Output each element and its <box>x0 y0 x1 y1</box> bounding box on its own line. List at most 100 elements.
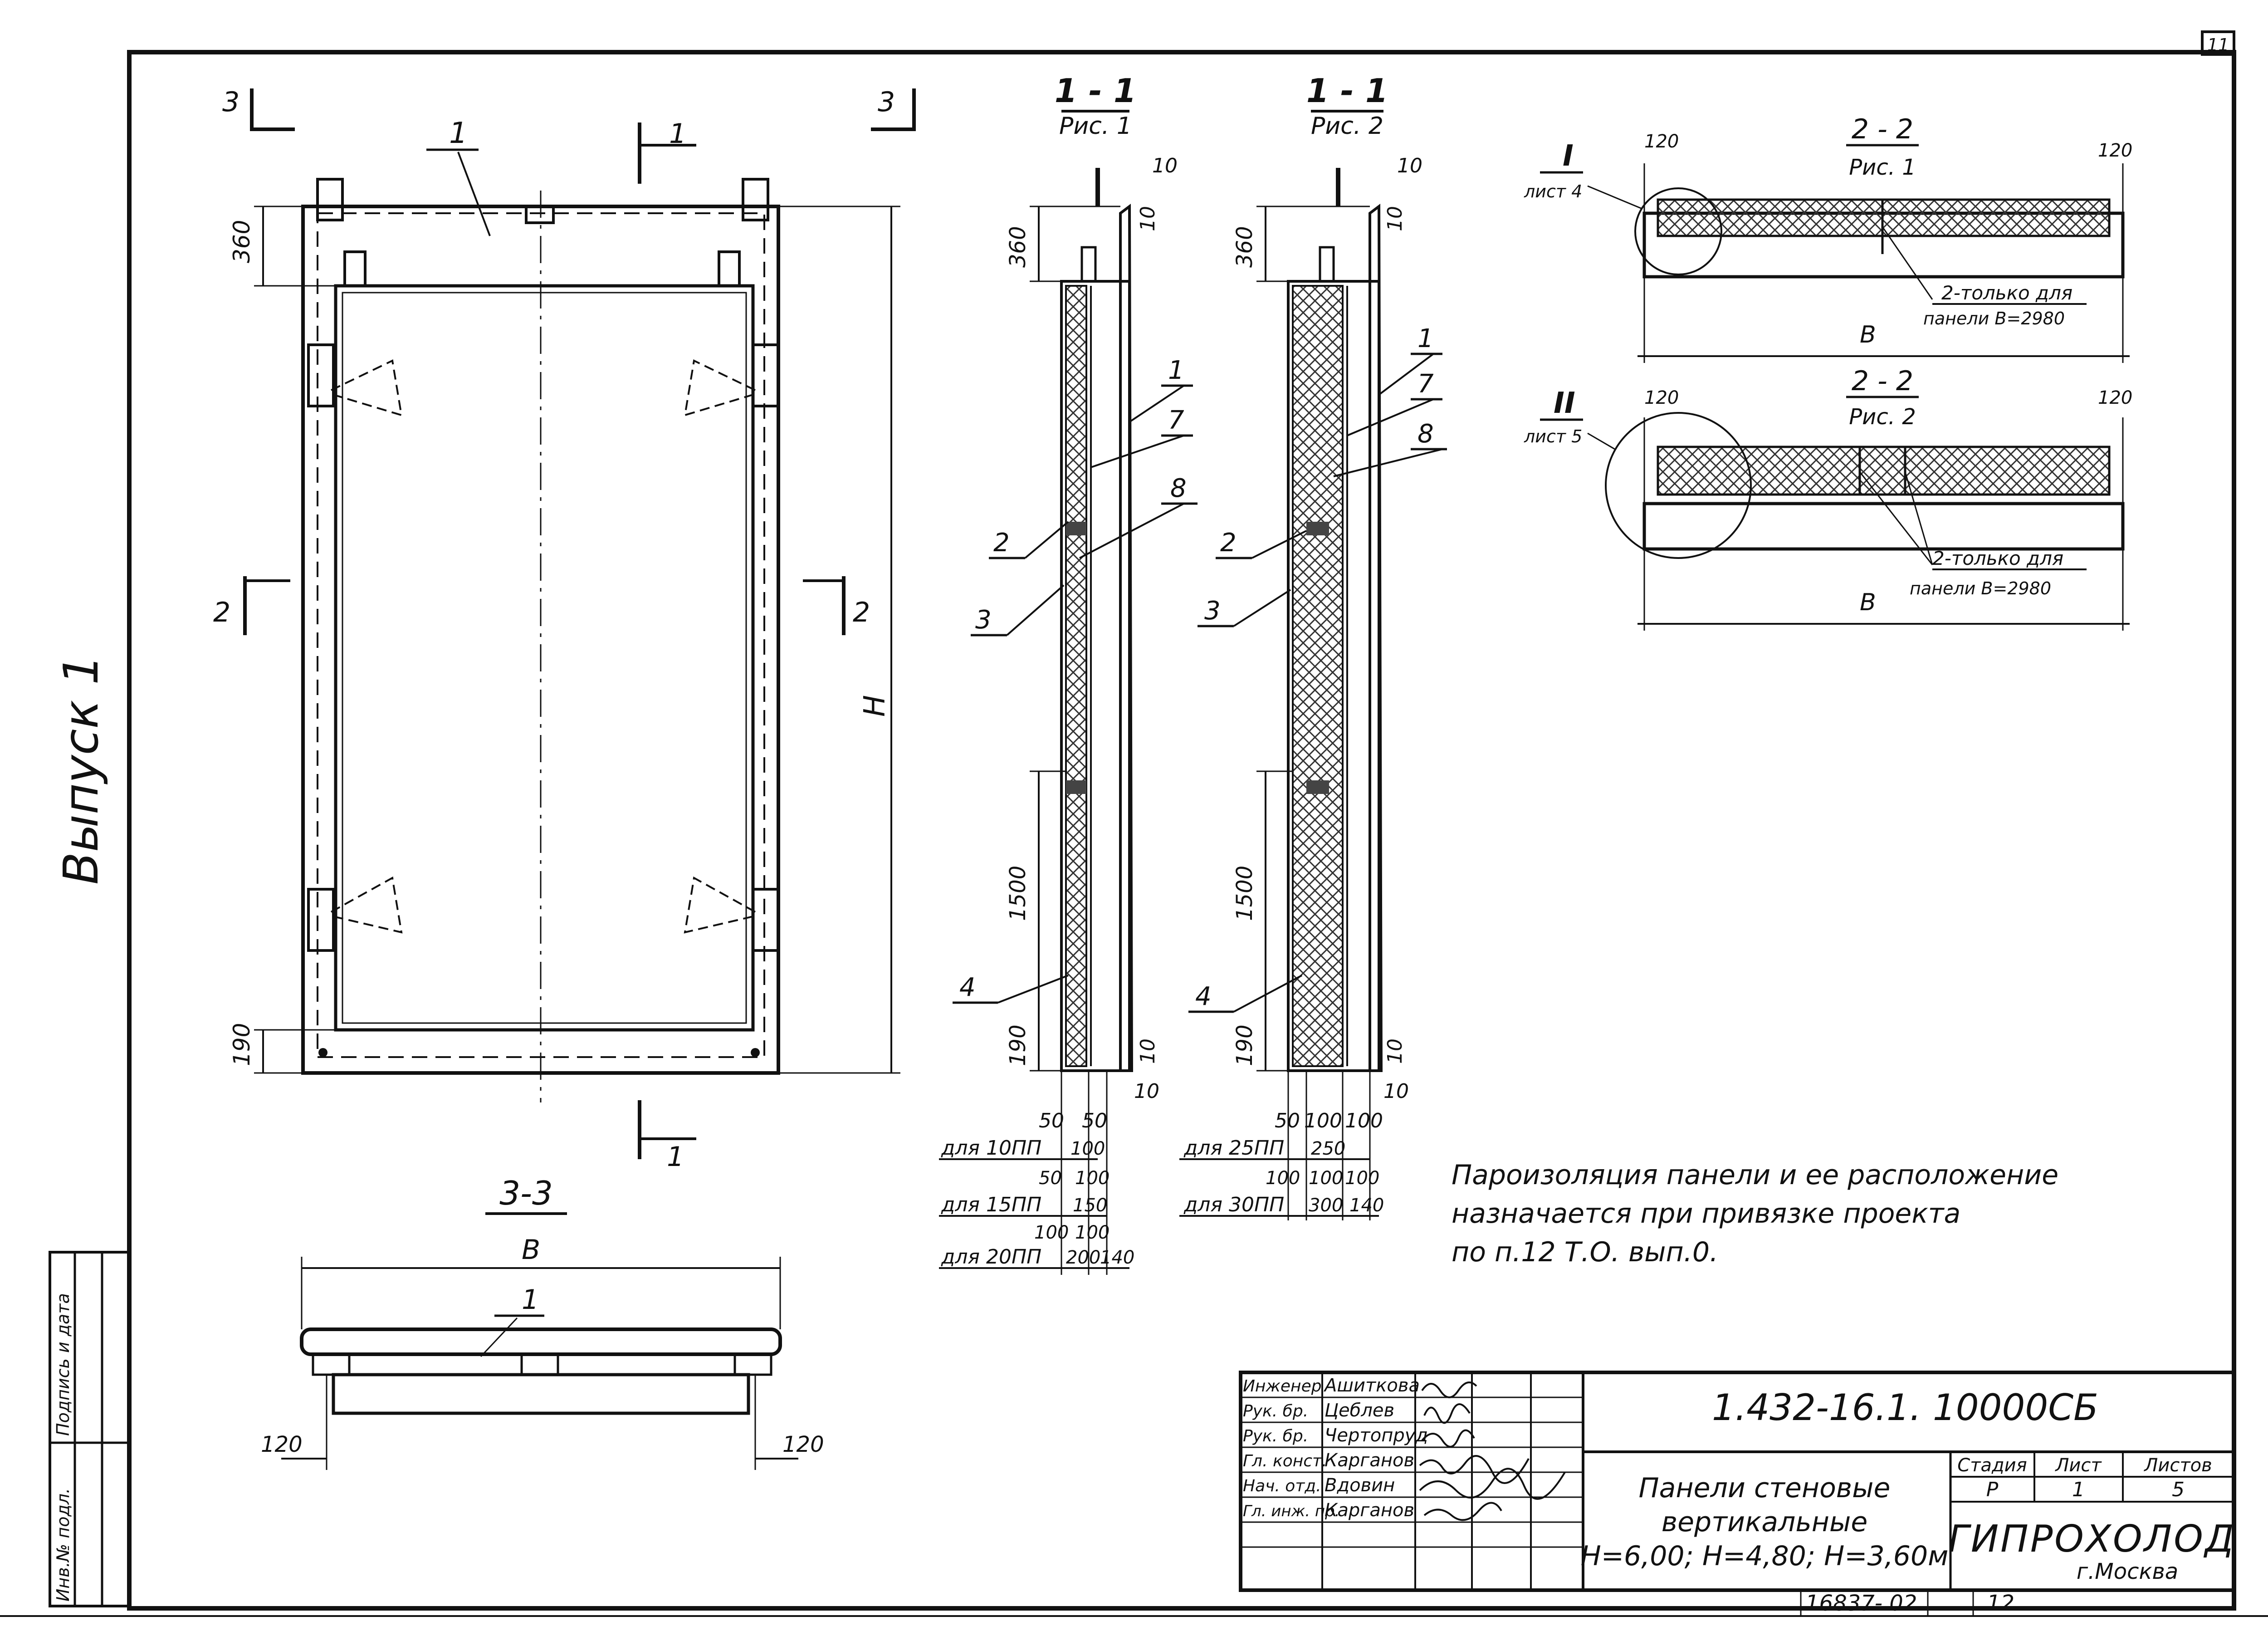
sheets-value: 5 <box>2172 1478 2185 1501</box>
issue-label: Выпуск 1 <box>54 655 109 885</box>
section-3-3-callout-1: 1 <box>522 1284 539 1316</box>
fig1-dim-1500: 1500 <box>1005 866 1031 921</box>
staff-name-5: Вдовин <box>1325 1475 1395 1496</box>
section-2-2-fig2-subtitle: Рис. 2 <box>1849 404 1916 430</box>
section-1-1-fig2: 1 - 1 Рис. 2 360 1500 190 10 10 10 10 50… <box>1179 72 1447 1220</box>
staff-name-6: Карганов <box>1325 1500 1414 1521</box>
section-3-3-title: 3-3 <box>499 1174 553 1212</box>
fig2-22-dim-B: B <box>1860 589 1876 616</box>
staff-role-2: Рук. бр. <box>1243 1402 1308 1420</box>
staff-role-5: Нач. отд. <box>1243 1477 1321 1495</box>
organization-name: ГИПРОХОЛОД <box>1948 1518 2236 1561</box>
stage-header: Стадия <box>1957 1455 2027 1476</box>
doc-title-line3: H=6,00; H=4,80; H=3,60м <box>1581 1540 1949 1572</box>
note-line-1: Пароизоляция панели и ее расположение <box>1452 1159 2058 1191</box>
title-block: Инженер Ашиткова Рук. бр. Цеблев Рук. бр… <box>1239 1371 2236 1616</box>
fig2-dim-10-bot-b: 10 <box>1383 1080 1409 1103</box>
fig1-dim-10-top-a: 10 <box>1152 154 1178 177</box>
fig1-dim-10-bot-b: 10 <box>1134 1080 1159 1103</box>
section-2-2-fig1: 2 - 2 Рис. 1 I лист 4 120 120 B 2-только… <box>1524 113 2132 363</box>
stage-value: Р <box>1986 1478 1999 1501</box>
note-line-3: по п.12 Т.О. вып.0. <box>1452 1236 1718 1268</box>
strip-inv-number: Инв.№ подл. <box>53 1488 73 1602</box>
fig1-row-20pp-d0: 100 <box>1034 1222 1069 1243</box>
fig1-row-20pp-label: для 20ПП <box>941 1245 1041 1269</box>
signature-scribbles <box>1419 1381 1566 1521</box>
fig2-22-note-line1: 2-только для <box>1932 547 2063 569</box>
section-2-2-fig2: 2 - 2 Рис. 2 II лист 5 120 120 B 2-тольк… <box>1524 365 2132 631</box>
fig1-row-15pp-d1: 100 <box>1075 1168 1110 1189</box>
fig2-22-dim-120-left: 120 <box>1644 387 1679 408</box>
fig2-dim-190: 190 <box>1232 1024 1257 1066</box>
cut-mark-3-left: 3 <box>222 86 240 118</box>
fig2-row-30pp-d0: 100 <box>1266 1168 1300 1189</box>
fig2-callout-4: 4 <box>1195 982 1212 1011</box>
document-code: 1.432-16.1. 10000СБ <box>1712 1386 2098 1429</box>
dim-bottom-190: 190 <box>229 1023 255 1066</box>
dim-top-360: 360 <box>229 220 255 263</box>
fig1-22-note-line1: 2-только для <box>1941 282 2072 304</box>
cut-mark-2-right: 2 <box>853 597 870 628</box>
cut-mark-1-bottom: 1 <box>667 1141 684 1173</box>
fig2-row-30pp-d1: 100 <box>1309 1168 1343 1189</box>
sheet-header: Лист <box>2054 1455 2102 1476</box>
corner-sheet-number: 11 <box>2207 35 2229 55</box>
fig2-dim-360: 360 <box>1232 226 1257 268</box>
section-1-1-fig1-title: 1 - 1 <box>1055 72 1136 110</box>
archive-number: 16837- 02 <box>1805 1591 1917 1616</box>
fig2-row-30pp-d3: 300 <box>1309 1195 1343 1216</box>
general-note: Пароизоляция панели и ее расположение на… <box>1452 1159 2058 1268</box>
staff-name-3: Чертопруд <box>1325 1425 1428 1446</box>
fig1-row-10pp-label: для 10ПП <box>941 1136 1041 1160</box>
staff-role-6: Гл. инж. пр. <box>1243 1502 1339 1520</box>
staff-role-4: Гл. конст. <box>1243 1452 1327 1470</box>
fig2-dim-10-bot-a: 10 <box>1383 1038 1407 1064</box>
fig1-callout-2: 2 <box>993 528 1010 558</box>
fig1-callout-3: 3 <box>975 605 992 635</box>
fig2-dim-100-a: 100 <box>1304 1109 1342 1132</box>
drawing-frame: 11 <box>0 30 2268 1617</box>
section-2-2-fig1-subtitle: Рис. 1 <box>1849 155 1916 180</box>
fig2-row-30pp-label: для 30ПП <box>1183 1193 1284 1216</box>
fig2-row-25pp-label: для 25ПП <box>1183 1136 1284 1160</box>
fig1-row-15pp-label: для 15ПП <box>941 1193 1041 1216</box>
fig1-dim-50-b: 50 <box>1082 1109 1107 1132</box>
fig2-22-dim-120-right: 120 <box>2098 387 2132 408</box>
node-II-sheet: лист 5 <box>1524 426 1582 446</box>
fig2-dim-1500: 1500 <box>1232 866 1257 921</box>
section-2-2-fig2-title: 2 - 2 <box>1852 365 1913 397</box>
fig2-22-note-line2: панели B=2980 <box>1910 578 2051 598</box>
fig1-22-dim-B: B <box>1860 321 1876 348</box>
fig2-dim-100-b: 100 <box>1345 1109 1383 1132</box>
node-mark-II: II <box>1554 387 1575 420</box>
fig1-callout-8: 8 <box>1170 474 1187 503</box>
left-strip: Инв.№ подл. Подпись и дата <box>49 1251 131 1607</box>
section-1-1-fig2-subtitle: Рис. 2 <box>1311 113 1383 140</box>
staff-role-1: Инженер <box>1243 1377 1322 1396</box>
fig1-callout-4: 4 <box>959 973 976 1002</box>
fig1-row-15pp-d2: 150 <box>1073 1195 1107 1216</box>
fig1-dim-50-a: 50 <box>1039 1109 1064 1132</box>
fig2-callout-3: 3 <box>1204 596 1221 626</box>
fig1-row-20pp-d1: 100 <box>1075 1222 1110 1243</box>
fig1-dim-10-bot-a: 10 <box>1136 1038 1159 1064</box>
fig2-dim-50: 50 <box>1275 1109 1300 1132</box>
fig1-dim-360: 360 <box>1005 226 1031 268</box>
panel-elevation: 3 3 1 1 2 2 1 360 190 H <box>213 86 916 1173</box>
fig1-22-note-line2: панели B=2980 <box>1923 309 2065 328</box>
fig1-dim-10-top-b: 10 <box>1136 206 1159 231</box>
fig1-row-20pp-d3: 140 <box>1100 1247 1134 1268</box>
fig1-row-15pp-d0: 50 <box>1039 1168 1062 1189</box>
staff-name-2: Цеблев <box>1325 1400 1394 1421</box>
cut-mark-2-left: 2 <box>213 597 230 628</box>
fig2-callout-2: 2 <box>1220 528 1237 558</box>
section-3-3-dim-120-left: 120 <box>261 1432 303 1457</box>
position-1-label: 1 <box>449 117 468 150</box>
note-line-2: назначается при привязке проекта <box>1452 1198 1960 1229</box>
staff-name-1: Ашиткова <box>1323 1375 1420 1396</box>
strip-signature-date: Подпись и дата <box>53 1293 73 1436</box>
sheets-header: Листов <box>2143 1455 2212 1476</box>
section-2-2-fig1-title: 2 - 2 <box>1852 113 1913 145</box>
doc-title-line1: Панели стеновые <box>1639 1472 1891 1504</box>
